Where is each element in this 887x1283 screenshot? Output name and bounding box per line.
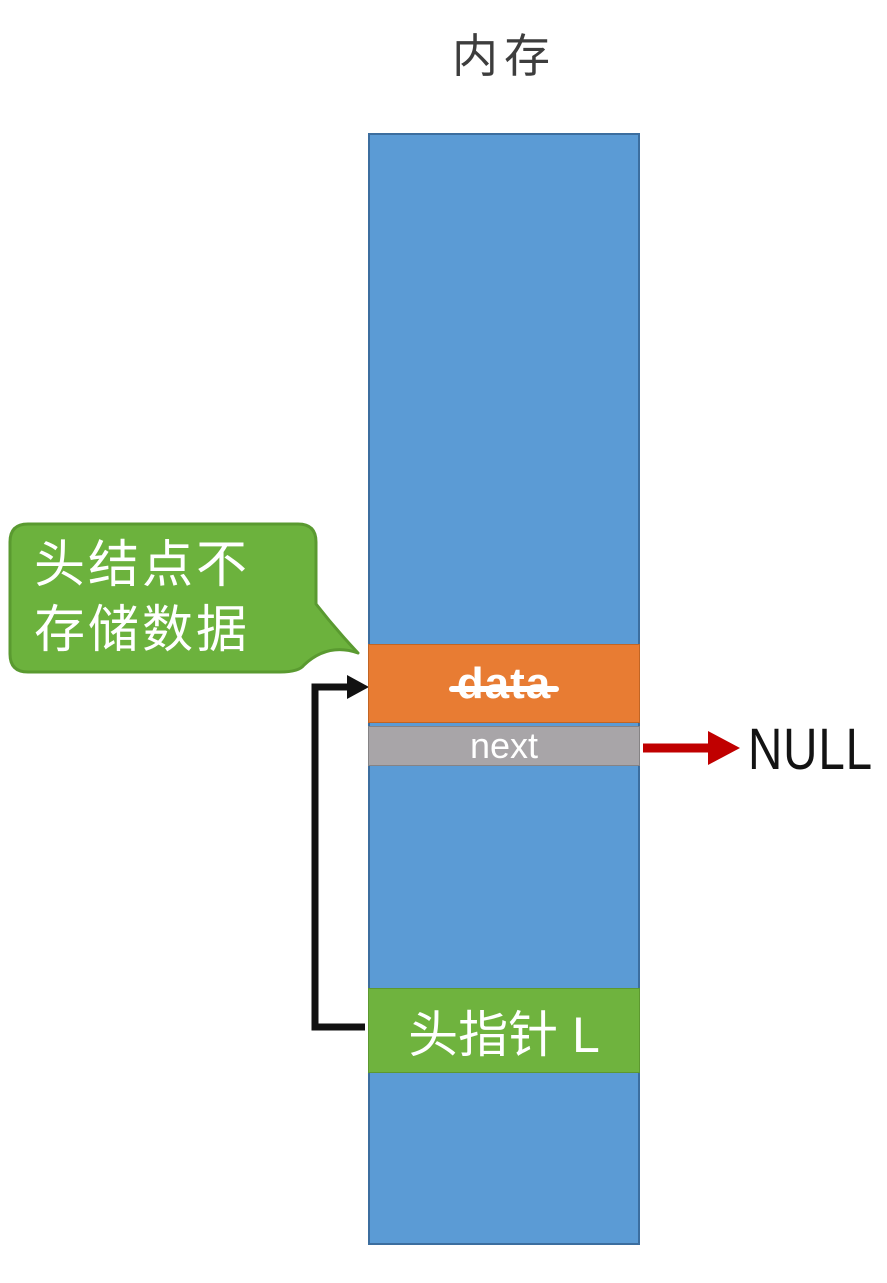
loop-arrow — [311, 683, 365, 1031]
data-label: data — [448, 659, 560, 709]
next-label: next — [469, 725, 539, 766]
memory-title: 内存 — [452, 30, 556, 82]
callout-line-1: 头结点不 — [34, 536, 251, 593]
head-pointer-label: 头指针 L — [408, 1006, 600, 1063]
null-arrow-head — [708, 731, 740, 765]
callout-line-2: 存储数据 — [34, 601, 251, 658]
loop-arrow-head — [347, 675, 369, 699]
data-strikethrough-line — [448, 685, 560, 692]
head-pointer-block: 头指针 L — [368, 988, 640, 1073]
data-block: data — [368, 644, 640, 723]
next-block: next — [368, 725, 640, 766]
null-label: NULL — [748, 717, 873, 782]
callout-text: 头结点不 存储数据 — [10, 524, 316, 672]
